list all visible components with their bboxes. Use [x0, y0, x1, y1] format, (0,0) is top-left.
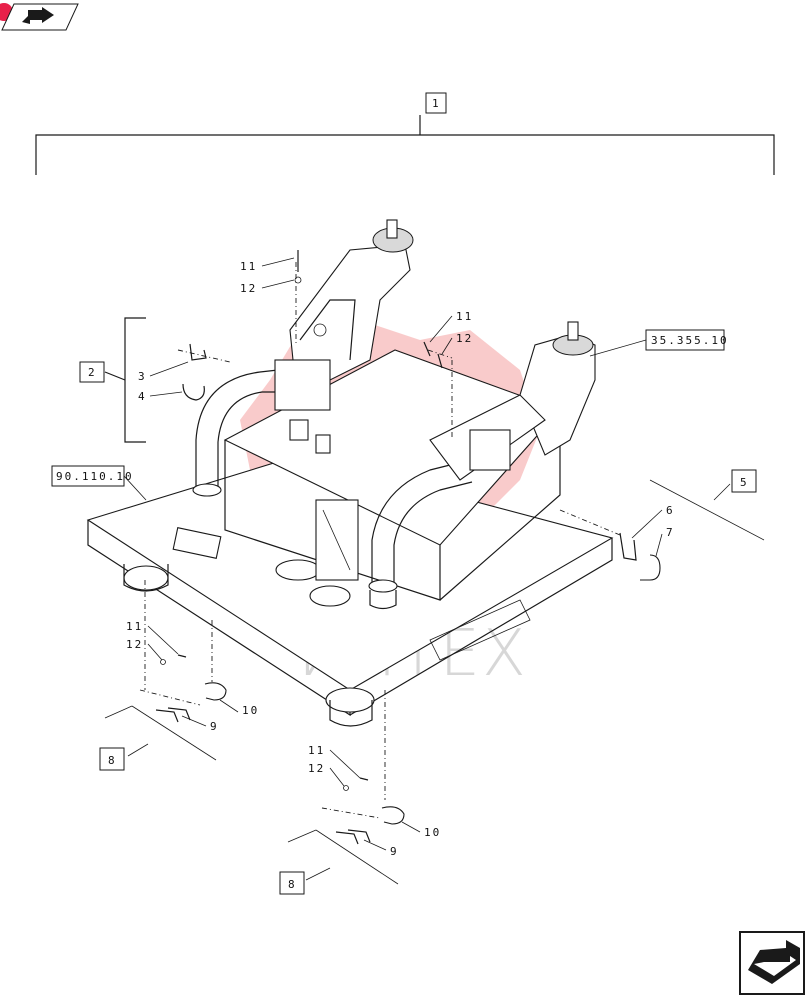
callout-12-c-label: 12 — [126, 638, 143, 651]
callout-11-c-label: 11 — [126, 620, 143, 633]
assembly-bracket — [35, 115, 775, 175]
callout-6[interactable]: 6 — [631, 504, 675, 539]
callout-7[interactable]: 7 — [655, 526, 675, 557]
callout-11-a-label: 11 — [240, 260, 257, 273]
pipe-right — [368, 459, 473, 610]
next-page-arrow-icon[interactable] — [739, 931, 805, 995]
left-control-tower — [274, 219, 414, 454]
callout-12-b-label: 12 — [456, 332, 473, 345]
callout-8-a[interactable]: 8 — [99, 705, 217, 771]
callout-12-d[interactable]: 12 — [308, 762, 345, 787]
callout-11-b-label: 11 — [456, 310, 473, 323]
callout-10-a-label: 10 — [242, 704, 259, 717]
callout-9-a[interactable]: 9 — [181, 715, 219, 733]
callout-5-label: 5 — [740, 476, 749, 489]
callout-5[interactable]: 5 — [649, 469, 765, 541]
callout-12-a[interactable]: 12 — [240, 279, 295, 295]
callout-8-b[interactable]: 8 — [279, 829, 399, 895]
reference-box-90-110-10[interactable]: 90.110.10 — [51, 465, 147, 501]
callout-3-label: 3 — [138, 370, 147, 383]
callout-10-b[interactable]: 10 — [401, 821, 441, 839]
callout-11-c[interactable]: 11 — [126, 620, 179, 655]
reference-35-355-10-label: 35.355.10 — [651, 334, 729, 347]
callout-7-label: 7 — [666, 526, 675, 539]
callout-2-label: 2 — [88, 366, 97, 379]
callout-6-label: 6 — [666, 504, 675, 517]
callout-11-d[interactable]: 11 — [308, 744, 361, 779]
callout-8-b-label: 8 — [288, 878, 297, 891]
callout-9-b[interactable]: 9 — [363, 839, 399, 858]
callout-1-label: 1 — [432, 97, 441, 110]
reference-box-35-355-10[interactable]: 35.355.10 — [589, 329, 729, 357]
callout-9-a-label: 9 — [210, 720, 219, 733]
callout-10-a[interactable]: 10 — [219, 699, 259, 717]
callout-8-a-label: 8 — [108, 754, 117, 767]
callout-4-label: 4 — [138, 390, 147, 403]
group-bracket-2 — [104, 317, 146, 443]
clip-parts — [155, 343, 661, 845]
right-control-tower — [429, 321, 596, 481]
reference-90-110-10-label: 90.110.10 — [56, 470, 134, 483]
callout-3[interactable]: 3 — [138, 361, 189, 383]
callout-11-d-label: 11 — [308, 744, 325, 757]
callout-2[interactable]: 2 — [79, 361, 105, 383]
callout-9-b-label: 9 — [390, 845, 399, 858]
pipe-left — [192, 369, 280, 497]
callout-1[interactable]: 1 — [425, 92, 447, 114]
callout-10-b-label: 10 — [424, 826, 441, 839]
callout-12-b[interactable]: 12 — [441, 332, 473, 355]
callout-12-d-label: 12 — [308, 762, 325, 775]
leader-lines — [139, 262, 621, 819]
callout-12-a-label: 12 — [240, 282, 257, 295]
callout-11-a[interactable]: 11 — [240, 257, 295, 273]
callout-12-c[interactable]: 12 — [126, 638, 163, 661]
back-arrow-icon[interactable] — [0, 3, 79, 31]
callout-4[interactable]: 4 — [138, 390, 183, 403]
callout-11-b[interactable]: 11 — [429, 310, 473, 343]
bolt-icon — [160, 250, 443, 791]
